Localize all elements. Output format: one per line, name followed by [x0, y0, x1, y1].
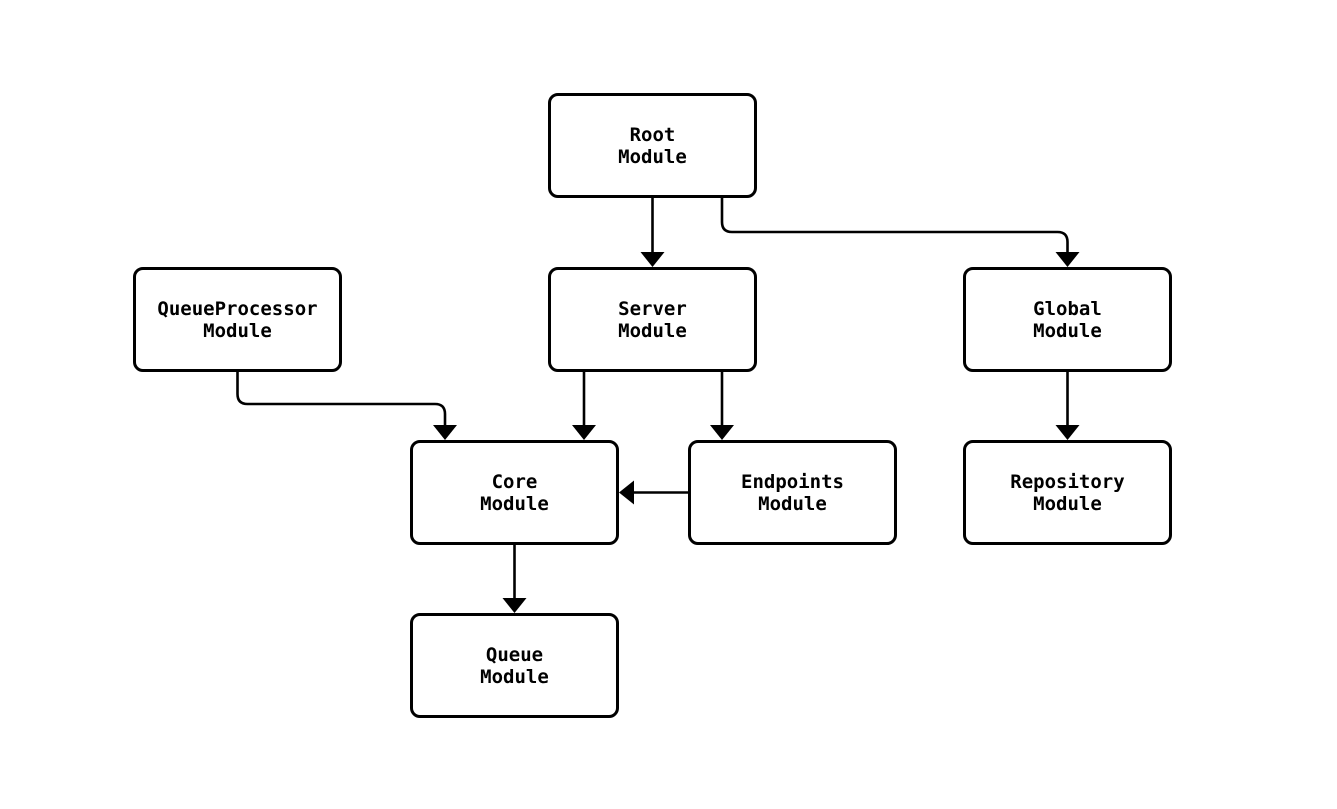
arrowhead-icon: [433, 425, 457, 440]
node-label-line2: Module: [203, 319, 272, 342]
node-endpoints-module: Endpoints Module: [688, 440, 897, 545]
edge-server-to-core: [572, 372, 596, 440]
node-label-line2: Module: [758, 492, 827, 515]
arrowhead-icon: [502, 598, 527, 613]
node-core-module: Core Module: [410, 440, 619, 545]
edge-endpoints-to-core: [619, 480, 688, 505]
node-label-line2: Module: [618, 319, 687, 342]
node-label: Server Module: [618, 298, 687, 342]
node-label: Core Module: [480, 471, 549, 515]
arrowhead-icon: [640, 252, 665, 267]
edge-root-to-global: [720, 198, 1080, 267]
edge-root-to-server: [640, 198, 665, 267]
edge-global-to-repository: [1055, 372, 1080, 440]
node-label-line1: QueueProcessor: [157, 297, 318, 320]
node-label-line1: Global: [1033, 297, 1102, 320]
node-label-line1: Root: [629, 123, 676, 146]
node-label-line2: Module: [618, 145, 687, 168]
node-label-line2: Module: [1033, 319, 1102, 342]
node-label: Repository Module: [1010, 471, 1124, 515]
arrowhead-icon: [619, 480, 634, 505]
node-global-module: Global Module: [963, 267, 1172, 372]
arrowhead-icon: [572, 425, 596, 440]
arrowhead-icon: [1055, 425, 1080, 440]
node-label-line1: Endpoints: [741, 470, 844, 493]
node-queue-module: Queue Module: [410, 613, 619, 718]
node-label-line2: Module: [1033, 492, 1102, 515]
node-label: Root Module: [618, 124, 687, 168]
edge-queueprocessor-to-core: [236, 372, 457, 440]
node-server-module: Server Module: [548, 267, 757, 372]
node-label: Queue Module: [480, 644, 549, 688]
arrowhead-icon: [710, 425, 734, 440]
node-label: Global Module: [1033, 298, 1102, 342]
node-root-module: Root Module: [548, 93, 757, 198]
node-label: Endpoints Module: [741, 471, 844, 515]
node-label: QueueProcessor Module: [157, 298, 317, 342]
node-label-line1: Core: [491, 470, 538, 493]
node-queueprocessor-module: QueueProcessor Module: [133, 267, 342, 372]
node-label-line2: Module: [480, 665, 549, 688]
node-label-line1: Queue: [485, 643, 544, 666]
node-label-line1: Repository: [1010, 470, 1125, 493]
edge-core-to-queue: [502, 545, 527, 613]
arrowhead-icon: [1055, 252, 1080, 267]
edge-server-to-endpoints: [710, 372, 734, 440]
node-label-line1: Server: [618, 297, 687, 320]
node-label-line2: Module: [480, 492, 549, 515]
node-repository-module: Repository Module: [963, 440, 1172, 545]
